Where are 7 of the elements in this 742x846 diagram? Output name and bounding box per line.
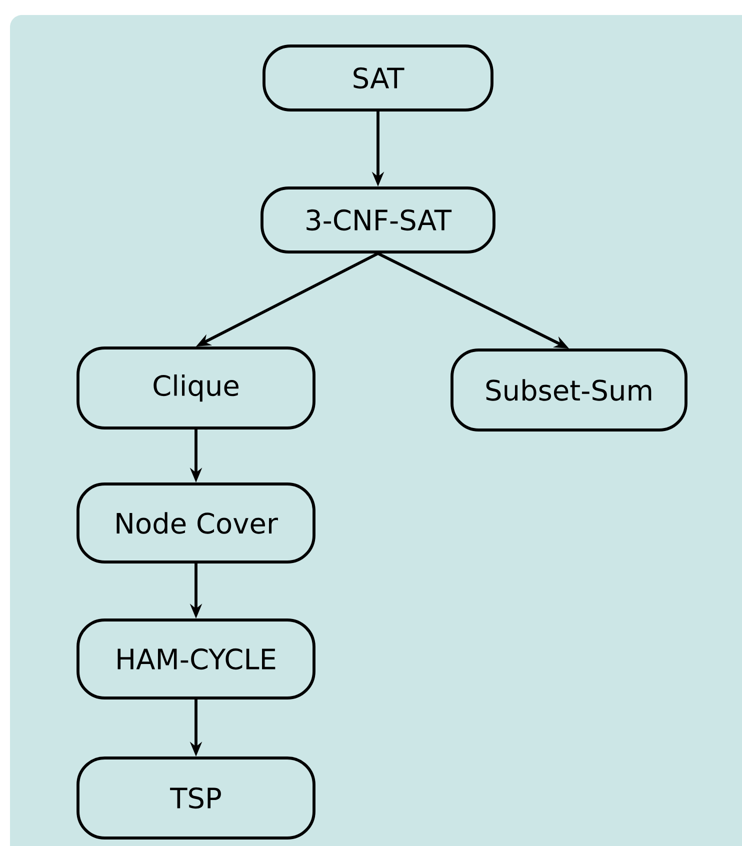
process-box: SAT	[262, 44, 494, 112]
process-box: Subset-Sum	[450, 348, 688, 432]
process-box: 3-CNF-SAT	[260, 186, 496, 254]
process-box: TSP	[76, 756, 316, 840]
process-box: Node Cover	[76, 482, 316, 564]
process-box: Clique	[76, 346, 316, 430]
process-box: HAM-CYCLE	[76, 618, 316, 700]
